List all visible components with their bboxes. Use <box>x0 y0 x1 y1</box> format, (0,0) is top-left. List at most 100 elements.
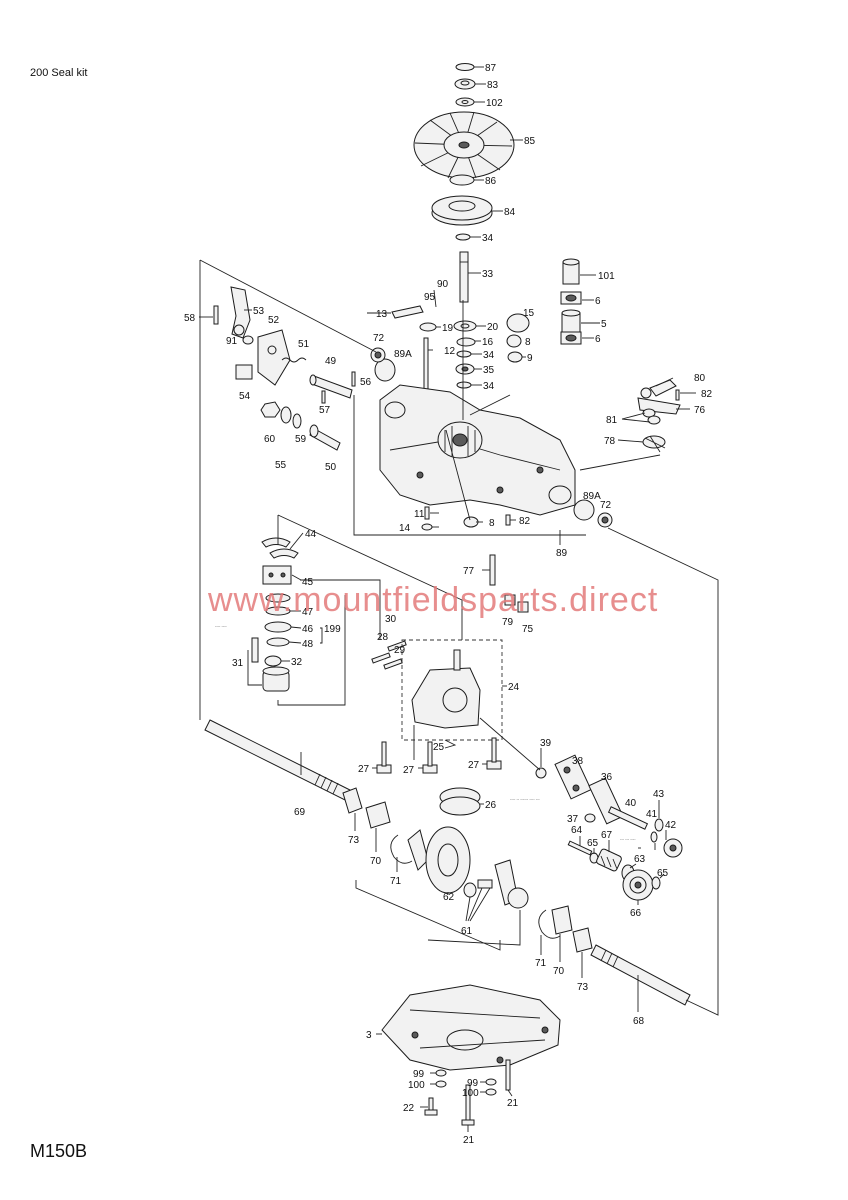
callout-40: 40 <box>625 798 637 809</box>
callout-85: 85 <box>524 136 536 147</box>
callout-12: 12 <box>444 346 456 357</box>
callout-72-left: 72 <box>373 333 385 344</box>
differential-pin-61 <box>463 879 493 898</box>
callout-50: 50 <box>325 462 337 473</box>
callout-26: 26 <box>485 800 497 811</box>
callout-16: 16 <box>482 337 494 348</box>
callout-37: 37 <box>567 814 579 825</box>
callout-47: 47 <box>302 607 314 618</box>
callout-34-top: 34 <box>482 233 494 244</box>
watermark-text: www.mountfieldsparts.direct <box>207 581 658 619</box>
axle-shaft-69 <box>204 719 351 801</box>
fine-print-right: --- --- ---- <box>620 836 636 841</box>
callout-70-right: 70 <box>553 966 565 977</box>
washer-14 <box>421 523 433 531</box>
callout-99-left: 99 <box>413 1069 425 1080</box>
pump-block-38 <box>554 754 592 800</box>
callout-30: 30 <box>385 614 397 625</box>
callout-51: 51 <box>298 339 310 350</box>
callout-59: 59 <box>295 434 307 445</box>
bushing-73-right <box>572 927 593 953</box>
callout-90: 90 <box>437 279 449 290</box>
center-section <box>411 649 481 729</box>
washer-55 <box>280 406 292 424</box>
needle-bearing-6b <box>560 331 582 345</box>
callout-21-right: 21 <box>507 1098 519 1109</box>
callout-19: 19 <box>442 323 454 334</box>
callout-52: 52 <box>268 315 280 326</box>
callout-42: 42 <box>665 820 677 831</box>
circlip-34-mid <box>456 350 472 358</box>
callout-21-bottom: 21 <box>463 1135 475 1146</box>
input-shaft-33 <box>459 251 469 303</box>
callout-6-lower: 6 <box>595 334 601 345</box>
callout-58: 58 <box>184 313 196 324</box>
callout-86: 86 <box>485 176 497 187</box>
circlip-34-top <box>455 233 471 241</box>
bushing-89A-right <box>573 499 595 521</box>
snap-ring-71-left <box>390 834 413 864</box>
callout-66: 66 <box>630 908 642 919</box>
callout-35: 35 <box>483 365 495 376</box>
callout-89: 89 <box>556 548 568 559</box>
cap-9 <box>507 351 523 363</box>
callout-6-upper: 6 <box>595 296 601 307</box>
control-arm-53 <box>230 286 251 339</box>
callout-91: 91 <box>226 336 238 347</box>
callout-82-lower: 82 <box>519 516 531 527</box>
callout-33: 33 <box>482 269 494 280</box>
bevel-gear-left <box>407 829 429 871</box>
plug-15 <box>506 313 530 333</box>
washer-100-right <box>485 1088 497 1096</box>
callout-102: 102 <box>486 98 503 109</box>
block-54 <box>235 364 253 380</box>
pin-64 <box>567 840 593 856</box>
callout-95: 95 <box>424 292 436 303</box>
assembly-lines <box>199 259 719 1016</box>
model-code: M150B <box>30 1141 88 1161</box>
bolt-27-b <box>422 741 438 774</box>
washer-99-right <box>485 1078 497 1086</box>
callout-43: 43 <box>653 789 665 800</box>
callout-20: 20 <box>487 322 499 333</box>
callout-101: 101 <box>598 271 615 282</box>
pin-57 <box>321 390 326 404</box>
callout-15: 15 <box>523 308 535 319</box>
nut-83 <box>454 78 476 90</box>
washer-47 <box>265 593 291 616</box>
block-79 <box>504 594 516 606</box>
callout-46: 46 <box>302 624 314 635</box>
needle-bearing-6a <box>560 291 582 305</box>
seal-48 <box>266 637 290 647</box>
shaft-40 <box>607 806 649 830</box>
ring-26 <box>439 787 481 816</box>
shims-81 <box>642 408 661 425</box>
callout-34-low: 34 <box>483 381 495 392</box>
callout-72-right: 72 <box>600 500 612 511</box>
seal-37 <box>584 813 596 823</box>
retaining-ring-70-right <box>551 905 573 935</box>
callout-99-right: 99 <box>467 1078 479 1089</box>
callout-38: 38 <box>572 756 584 767</box>
spring-16 <box>456 337 476 347</box>
gear-66 <box>622 869 654 901</box>
callout-62: 62 <box>443 892 455 903</box>
bolt-21-right <box>505 1059 511 1091</box>
callout-83: 83 <box>487 80 499 91</box>
callout-5: 5 <box>601 319 607 330</box>
block-45 <box>262 565 292 585</box>
washer-100-left <box>435 1080 447 1088</box>
callout-24: 24 <box>508 682 520 693</box>
sleeve-101 <box>562 258 580 285</box>
callout-63: 63 <box>634 854 646 865</box>
bearing-35 <box>455 363 475 375</box>
pin-58 <box>213 305 219 325</box>
callout-87: 87 <box>485 63 497 74</box>
callout-57: 57 <box>319 405 331 416</box>
spring-31 <box>251 637 259 663</box>
callout-22: 22 <box>403 1103 415 1114</box>
spur-gear-67 <box>596 848 622 872</box>
callout-89A-left: 89A <box>394 349 412 360</box>
callout-73-right: 73 <box>577 982 589 993</box>
